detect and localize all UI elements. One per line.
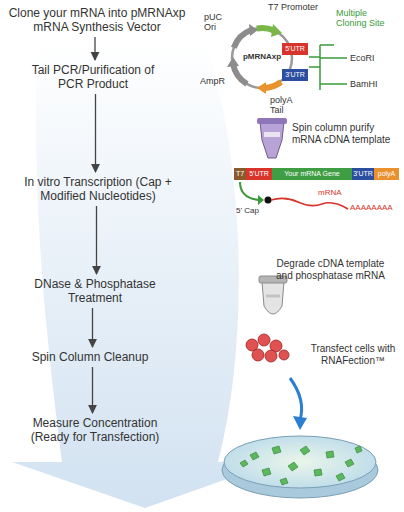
- sequence-segment: polyA: [374, 168, 399, 180]
- transfect-arrow-head: [293, 416, 307, 430]
- cells-icon: [246, 334, 289, 362]
- petri-dish: [222, 436, 378, 498]
- step-node: DNase & Phosphatase Treatment: [30, 277, 160, 305]
- mcs-bracket: [309, 45, 347, 90]
- step-node: Spin Column Cleanup: [15, 350, 165, 364]
- annotation-label: Degrade cDNA template and phosphatase mR…: [268, 258, 393, 281]
- sequence-segment: 5'UTR: [246, 168, 272, 180]
- utr3-box: [282, 69, 308, 81]
- step-node: Tail PCR/Purification of PCR Product: [18, 63, 168, 91]
- spin-column-icon: [257, 118, 287, 158]
- ori-arc: [234, 30, 252, 48]
- annotation-label: 5' Cap: [236, 206, 259, 215]
- cap-arrow: [240, 182, 259, 200]
- flow-arrow: [96, 206, 97, 274]
- cap-dot: [265, 197, 272, 204]
- t7-head: [271, 24, 282, 37]
- annotation-label: mRNA: [318, 188, 342, 197]
- sequence-segment: Your mRNA Gene: [272, 168, 352, 180]
- annotation-label: Spin column purify mRNA cDNA template: [292, 122, 400, 145]
- sequence-segment: 3'UTR: [352, 168, 374, 180]
- transfect-arrow: [290, 378, 302, 420]
- tube-icon: [259, 276, 287, 314]
- annotation-label: 5'UTR: [282, 45, 308, 53]
- step-node: Clone your mRNA into pMRNAxp mRNA Synthe…: [2, 6, 192, 34]
- flow-arrow: [92, 308, 93, 347]
- cap-arrow-head: [258, 195, 264, 205]
- annotation-label: pMRNAxp: [235, 52, 289, 61]
- step-text: Measure Concentration (Ready for Transfe…: [20, 416, 170, 444]
- annotation-label: pUC Ori: [204, 12, 232, 33]
- mrna-strand: [271, 198, 348, 209]
- sequence-segment: T7: [234, 168, 246, 180]
- flow-arrow: [94, 37, 95, 60]
- flow-arrow: [95, 94, 96, 172]
- annotation-label: AAAAAAAA: [350, 203, 393, 212]
- annotation-label: AmpR: [200, 76, 230, 86]
- step-text: DNase & Phosphatase Treatment: [30, 277, 160, 305]
- annotation-label: BamHI: [350, 79, 378, 89]
- annotation-label: T7 Promoter: [268, 2, 318, 12]
- flow-arrow: [92, 367, 93, 413]
- annotation-label: EcoRI: [350, 53, 375, 63]
- step-text: In vitro Transcription (Cap + Modified N…: [11, 175, 186, 203]
- t7-arc: [257, 28, 274, 30]
- annotation-label: Multiple Cloning Site: [336, 8, 392, 29]
- step-text: Tail PCR/Purification of PCR Product: [18, 63, 168, 91]
- annotation-label: 3'UTR: [282, 71, 308, 79]
- amp-arc: [233, 64, 247, 84]
- amp-head: [227, 57, 239, 67]
- annotation-label: Transfect cells with RNAFection™: [305, 343, 401, 366]
- flow-band: [12, 40, 275, 508]
- step-text: Clone your mRNA into pMRNAxp mRNA Synthe…: [2, 6, 192, 34]
- utr5-box: [282, 43, 308, 55]
- step-node: In vitro Transcription (Cap + Modified N…: [11, 175, 186, 203]
- step-text: Spin Column Cleanup: [15, 350, 165, 364]
- step-node: Measure Concentration (Ready for Transfe…: [20, 416, 170, 444]
- polya-head: [257, 82, 266, 94]
- annotation-label: polyA Tail: [270, 95, 304, 116]
- polya-arc: [264, 82, 281, 88]
